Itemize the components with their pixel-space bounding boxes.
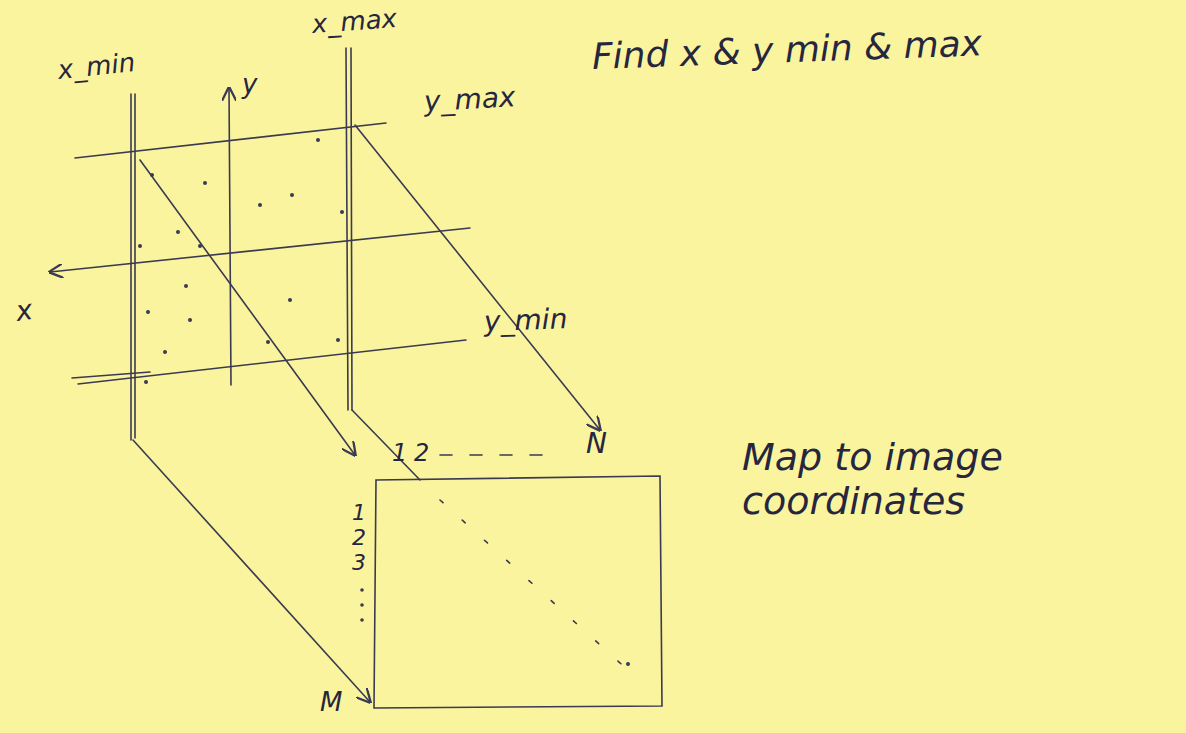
data-point <box>290 193 294 197</box>
column-index: 2 <box>414 440 429 468</box>
ellipsis-dash <box>500 454 512 456</box>
mapped-points-trail <box>440 500 630 672</box>
column-index: 1 <box>392 440 407 468</box>
data-point <box>258 203 262 207</box>
ellipsis-dash <box>440 454 452 456</box>
ellipsis-dot <box>360 588 364 592</box>
data-point <box>146 310 150 314</box>
mapping-arrow <box>355 125 600 430</box>
ellipsis-dash <box>530 454 542 456</box>
data-point <box>188 318 192 322</box>
data-point <box>163 350 167 354</box>
row-index: 1 <box>352 500 366 525</box>
note: Map to image coordinates <box>742 436 1072 523</box>
data-point <box>316 138 320 142</box>
data-point <box>184 284 188 288</box>
y-min-line <box>78 340 466 384</box>
data-point <box>144 380 148 384</box>
ellipsis-dot <box>360 618 364 622</box>
ellipsis-dash <box>470 454 482 456</box>
row-index: 2 <box>352 525 366 550</box>
y-max-line <box>75 123 386 158</box>
data-point <box>288 298 292 302</box>
data-point <box>266 340 270 344</box>
x-max-line <box>351 48 352 410</box>
data-point <box>150 173 154 177</box>
data-point <box>203 181 207 185</box>
ellipsis-dot <box>360 603 364 607</box>
data-point <box>198 244 202 248</box>
x-min-line <box>134 94 136 438</box>
axis-limit-label: x_min <box>56 48 136 86</box>
mapping-arrow <box>133 440 370 702</box>
x-max-line <box>346 48 348 410</box>
mapping-arrow <box>352 410 420 480</box>
mapping-arrow <box>140 160 355 455</box>
data-point <box>176 230 180 234</box>
axis-label: y <box>242 70 257 100</box>
axis-limit-label: x_max <box>311 4 398 40</box>
data-point <box>138 244 142 248</box>
data-point <box>340 210 344 214</box>
x-axis <box>50 228 470 272</box>
data-point <box>336 338 340 342</box>
row-index: 3 <box>352 550 366 575</box>
axis-limit-label: y_max <box>423 81 516 118</box>
axis-limit-label: y_min <box>483 303 567 338</box>
mapped-point <box>626 662 630 666</box>
column-index: N <box>586 428 607 460</box>
row-index: M <box>320 688 342 718</box>
note: Find x & y min & max <box>591 22 982 77</box>
x-min-line <box>130 94 132 440</box>
axis-label: x <box>14 294 35 328</box>
y-min-line <box>72 372 150 378</box>
image-rectangle <box>374 476 662 708</box>
y-axis <box>229 88 231 385</box>
